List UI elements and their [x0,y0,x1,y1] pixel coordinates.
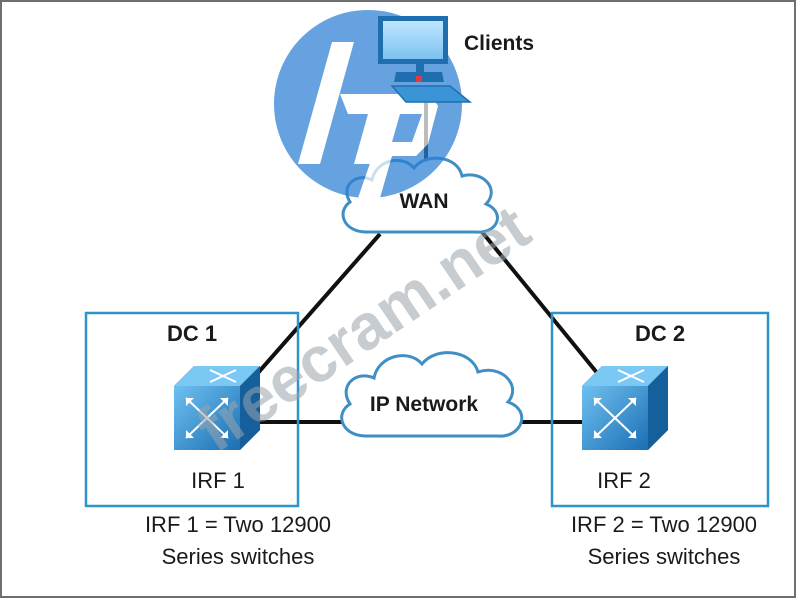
client-computer-icon [378,16,473,103]
irf2-switch-icon [582,366,668,450]
link-wan-irf2 [476,225,600,376]
irf2-desc-line2: Series switches [588,544,741,569]
ip-network-label: IP Network [370,393,478,416]
ip-network-cloud-icon [340,351,524,438]
irf1-desc-line2: Series switches [162,544,315,569]
dc2-box [550,311,770,508]
dc1-label: DC 1 [167,321,217,346]
wan-label: WAN [400,190,449,213]
irf2-label: IRF 2 [597,468,651,493]
dc2-label: DC 2 [635,321,685,346]
irf1-label: IRF 1 [191,468,245,493]
irf1-switch-icon [174,366,260,450]
clients-label: Clients [464,32,534,55]
dc1-box [84,311,300,508]
link-wan-irf1 [255,232,382,376]
irf1-desc-line1: IRF 1 = Two 12900 [145,512,331,537]
irf2-desc-line1: IRF 2 = Two 12900 [571,512,757,537]
